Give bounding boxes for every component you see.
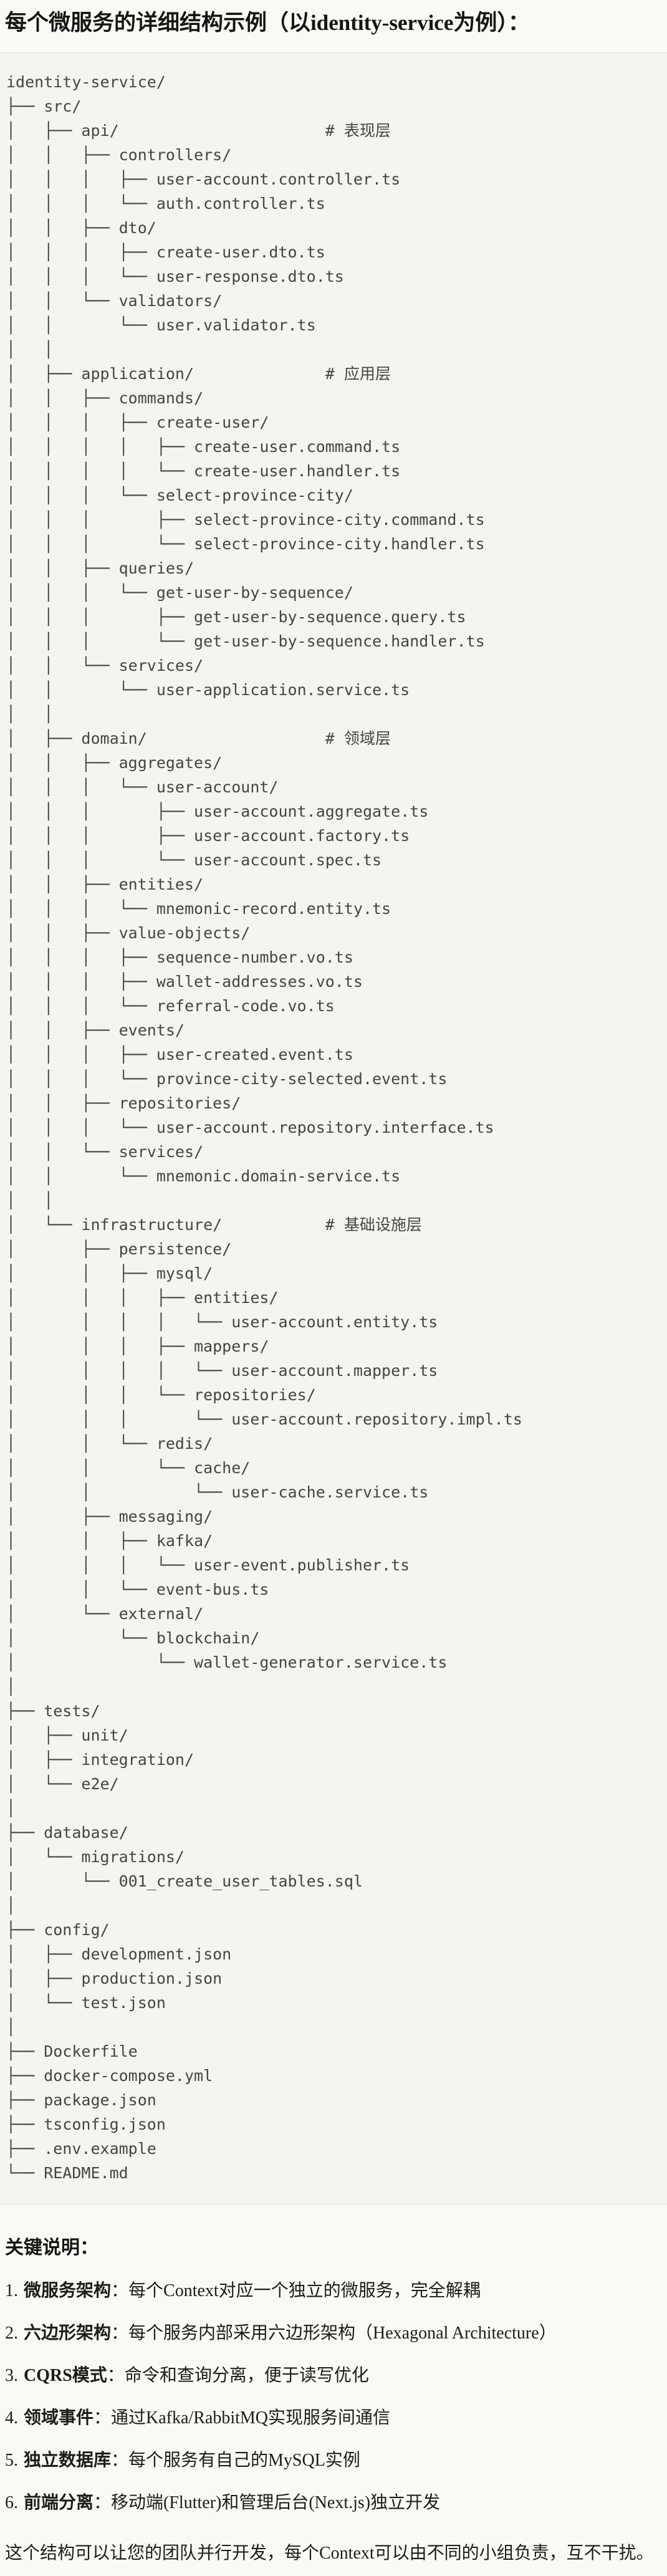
- note-description: 每个服务有自己的MySQL实例: [128, 2450, 360, 2470]
- note-term: 六边形架构: [24, 2323, 112, 2343]
- document-page: 每个微服务的详细结构示例（以identity-service为例）： ident…: [0, 9, 667, 2565]
- note-description: 每个Context对应一个独立的微服务，完全解耦: [128, 2280, 481, 2300]
- note-colon: ：: [94, 2492, 112, 2512]
- note-colon: ：: [111, 2450, 129, 2470]
- note-number: 5.: [5, 2450, 18, 2470]
- note-item-frontend-separation: 6. 前端分离：移动端(Flutter)和管理后台(Next.js)独立开发: [5, 2492, 662, 2514]
- note-description: 每个服务内部采用六边形架构（Hexagonal Architecture）: [128, 2323, 557, 2343]
- note-term: CQRS模式: [24, 2365, 107, 2385]
- note-item-independent-db: 5. 独立数据库：每个服务有自己的MySQL实例: [5, 2449, 662, 2471]
- note-colon: ：: [94, 2408, 112, 2428]
- note-item-microservice: 1. 微服务架构：每个Context对应一个独立的微服务，完全解耦: [5, 2280, 662, 2302]
- note-colon: ：: [107, 2365, 125, 2385]
- note-number: 1.: [5, 2280, 18, 2300]
- note-term: 前端分离: [24, 2492, 94, 2512]
- note-colon: ：: [111, 2323, 129, 2343]
- note-description: 移动端(Flutter)和管理后台(Next.js)独立开发: [111, 2492, 441, 2512]
- note-item-domain-events: 4. 领域事件：通过Kafka/RabbitMQ实现服务间通信: [5, 2407, 662, 2429]
- note-item-cqrs: 3. CQRS模式：命令和查询分离，便于读写优化: [5, 2365, 662, 2386]
- key-notes-list: 1.微服务架构：每个Context对应一个独立的微服务，完全解耦 2.六边形架构…: [5, 2280, 662, 2514]
- note-term: 领域事件: [24, 2408, 94, 2428]
- note-item-hexagonal: 2. 六边形架构：每个服务内部采用六边形架构（Hexagonal Architec…: [5, 2322, 662, 2344]
- closing-paragraph: 这个结构可以让您的团队并行开发，每个Context可以由不同的小组负责，互不干扰…: [5, 2543, 654, 2563]
- note-term: 独立数据库: [24, 2450, 112, 2470]
- directory-tree-code-block: identity-service/ ├── src/ │ ├── api/ # …: [0, 52, 667, 2204]
- note-colon: ：: [111, 2280, 129, 2300]
- directory-tree: identity-service/ ├── src/ │ ├── api/ # …: [6, 72, 522, 2182]
- page-title: 每个微服务的详细结构示例（以identity-service为例）：: [5, 11, 530, 35]
- note-description: 通过Kafka/RabbitMQ实现服务间通信: [111, 2408, 390, 2428]
- note-number: 2.: [5, 2323, 18, 2343]
- note-number: 3.: [5, 2365, 18, 2385]
- note-description: 命令和查询分离，便于读写优化: [124, 2365, 369, 2385]
- note-number: 6.: [5, 2492, 18, 2512]
- note-number: 4.: [5, 2408, 18, 2428]
- note-term: 微服务架构: [24, 2280, 112, 2300]
- key-notes-heading: 关键说明：: [5, 2237, 98, 2258]
